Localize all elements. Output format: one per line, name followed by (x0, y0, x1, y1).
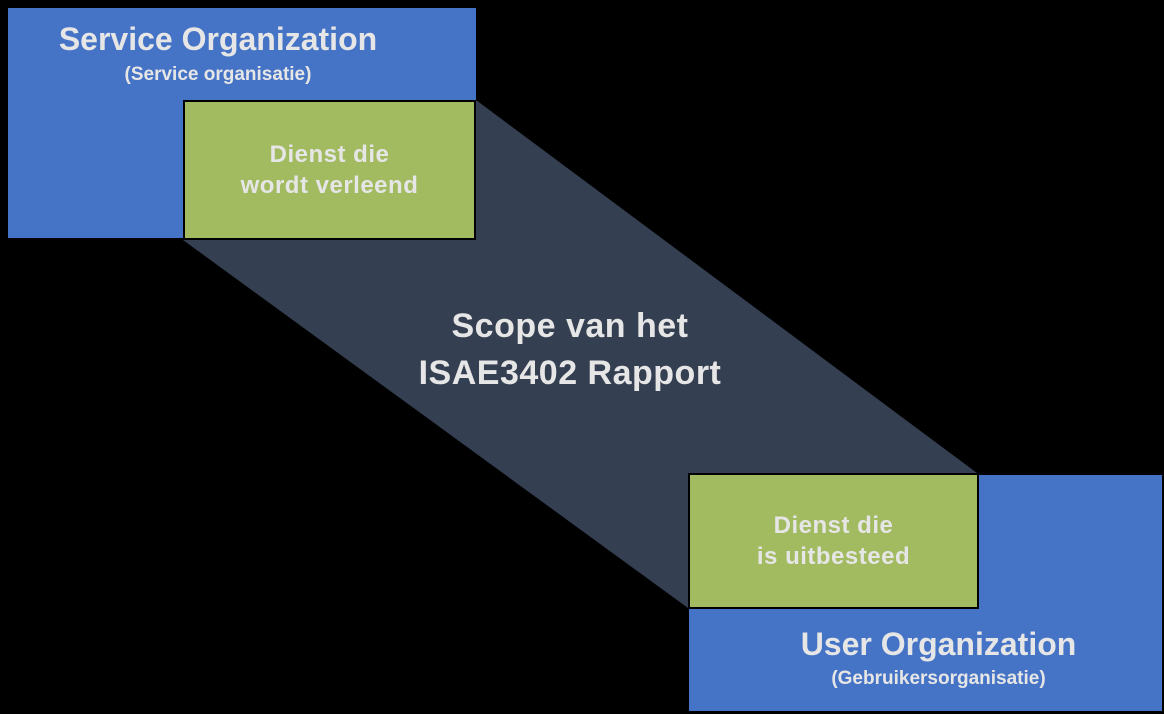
service-outsourced-line1: Dienst die (773, 512, 894, 539)
service-provided-box: Dienst die wordt verleend (183, 100, 476, 240)
user-organization-title: User Organization (800, 626, 1077, 662)
user-organization-subtitle: (Gebruikersorganisatie) (831, 668, 1046, 689)
scope-label: Scope van het ISAE3402 Rapport (370, 303, 770, 397)
service-outsourced-line2: is uitbesteed (756, 543, 911, 570)
service-provided-line2: wordt verleend (240, 172, 419, 199)
service-outsourced-box: Dienst die is uitbesteed (688, 473, 979, 609)
scope-label-line1: Scope van het (451, 307, 689, 345)
service-organization-title: Service Organization (58, 21, 378, 57)
service-organization-subtitle: (Service organisatie) (124, 64, 312, 85)
scope-label-line2: ISAE3402 Rapport (418, 354, 722, 392)
service-provided-line1: Dienst die (269, 141, 390, 168)
